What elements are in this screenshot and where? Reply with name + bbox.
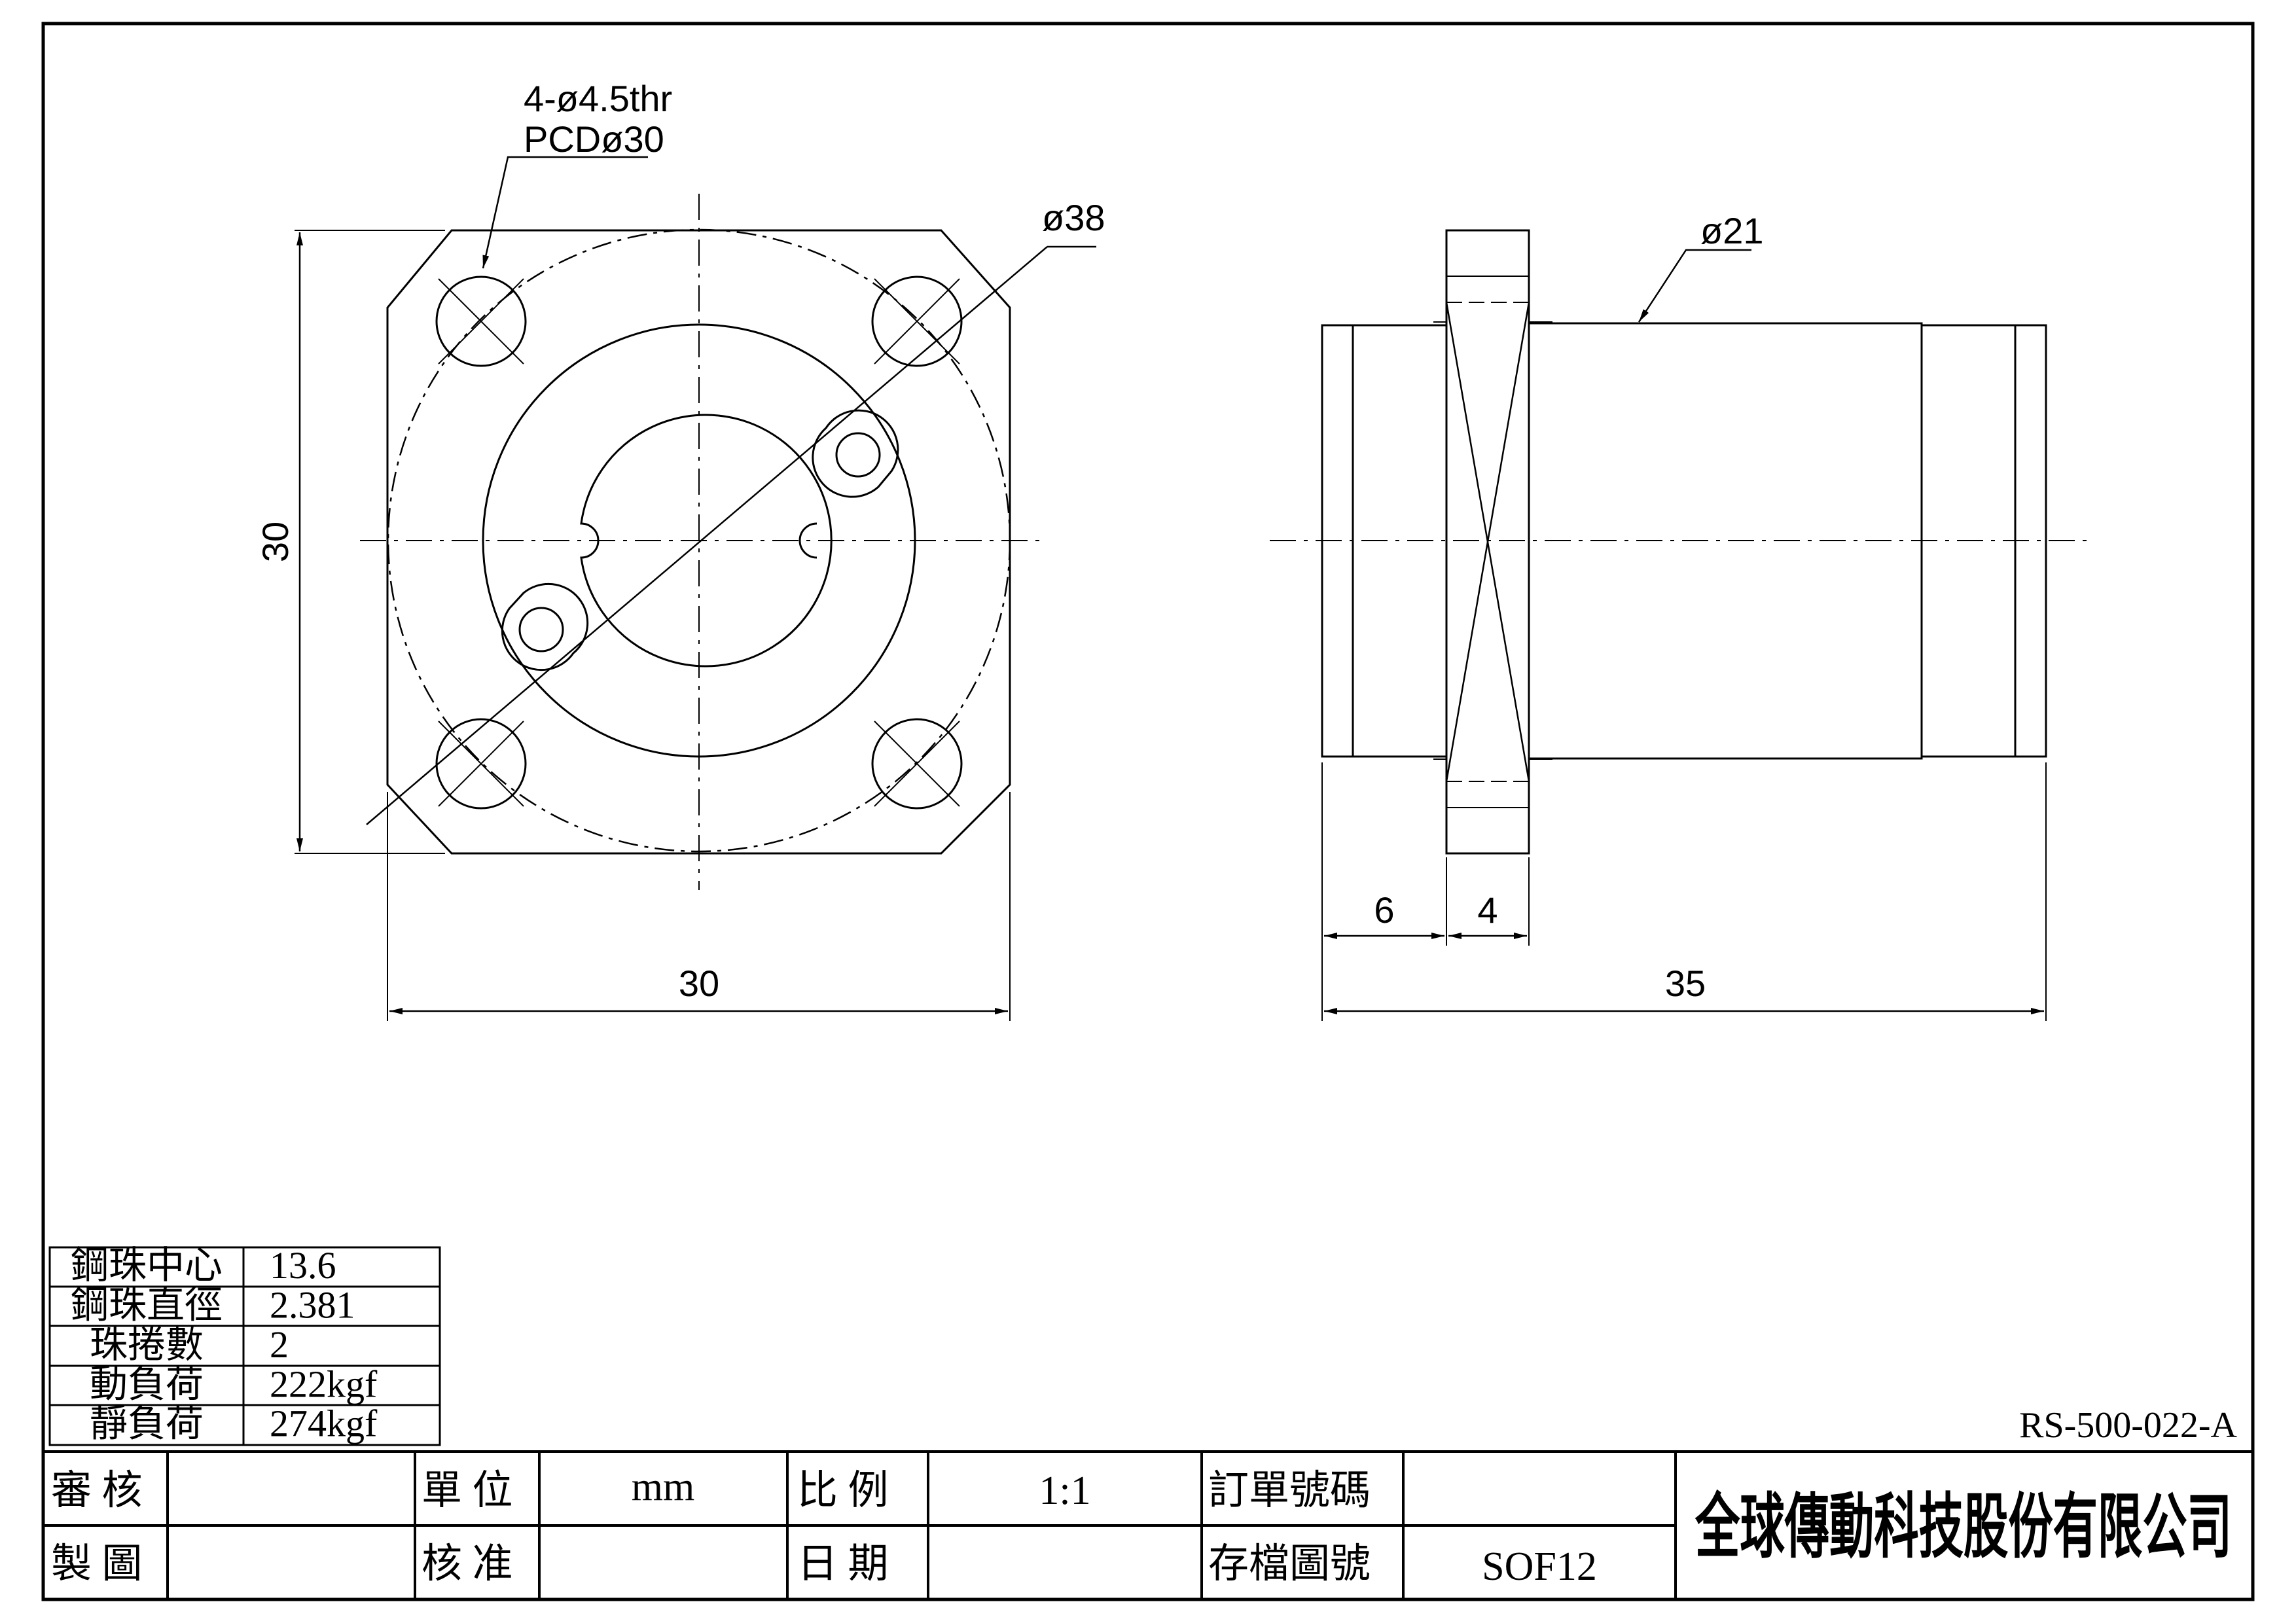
spec-label: 動負荷 <box>90 1363 204 1405</box>
spec-label: 珠捲數 <box>90 1323 204 1366</box>
spec-label: 鋼珠直徑 <box>71 1284 223 1327</box>
flange-outline <box>386 229 1011 855</box>
date-label: 日 期 <box>797 1542 889 1586</box>
side-view <box>1270 229 2088 1021</box>
spec-value: 274kgf <box>270 1402 378 1445</box>
body-diameter-label: ø21 <box>1700 210 1764 251</box>
mounting-hole <box>871 276 963 367</box>
hole-note-line2: PCDø30 <box>524 118 664 160</box>
front-view <box>295 156 1096 1021</box>
hole-note-leader <box>482 156 648 269</box>
review-label: 審 核 <box>51 1469 143 1513</box>
front-height-dim: 30 <box>255 522 296 562</box>
spec-value: 2.381 <box>270 1284 355 1327</box>
side-dim-6: 6 <box>1374 889 1394 931</box>
spec-value: 222kgf <box>270 1363 378 1405</box>
pcd-diameter-label: ø38 <box>1042 197 1105 238</box>
mounting-hole <box>435 718 527 810</box>
hole-crosshairs <box>438 278 960 807</box>
front-width-dim: 30 <box>679 963 719 1004</box>
title-block <box>43 1450 2253 1599</box>
spec-value: 2 <box>270 1323 289 1366</box>
unit-value: mm <box>632 1465 694 1509</box>
side-dim-total: 35 <box>1665 963 1706 1004</box>
side-dim-4: 4 <box>1477 889 1498 931</box>
hole-note-line1: 4-ø4.5thr <box>524 78 672 119</box>
file-no-value: SOF12 <box>1482 1544 1597 1589</box>
spec-value: 13.6 <box>270 1244 336 1287</box>
flange-hole-diagonal <box>1445 302 1530 782</box>
scale-value: 1:1 <box>1039 1469 1090 1513</box>
bore-outline <box>580 414 833 668</box>
bore-notch <box>798 522 817 559</box>
specs-table <box>48 1246 441 1446</box>
order-no-label: 訂單號碼 <box>1208 1469 1371 1513</box>
spec-label: 靜負荷 <box>90 1402 204 1445</box>
drawn-label: 製 圖 <box>51 1542 143 1586</box>
return-tube-hole <box>835 432 881 478</box>
mounting-hole <box>871 718 963 810</box>
body-diameter-leader <box>1638 249 1751 323</box>
return-tube-hole <box>518 607 564 652</box>
scale-label: 比 例 <box>797 1469 889 1513</box>
pcd-leader <box>366 246 1048 825</box>
unit-label: 單 位 <box>422 1469 513 1513</box>
return-tube-lobe <box>812 409 899 498</box>
drawing-code: RS-500-022-A <box>2019 1405 2237 1446</box>
nut-body <box>1528 322 1923 760</box>
return-tube-lobe <box>501 582 589 671</box>
file-no-label: 存檔圖號 <box>1208 1542 1371 1586</box>
company-name: 全球傳動科技股份有限公司 <box>1695 1486 2232 1568</box>
drawing-border <box>41 22 2255 1601</box>
mounting-hole <box>435 276 527 367</box>
approve-label: 核 准 <box>422 1542 513 1586</box>
spec-label: 鋼珠中心 <box>71 1244 223 1287</box>
centerlines <box>360 194 1047 890</box>
